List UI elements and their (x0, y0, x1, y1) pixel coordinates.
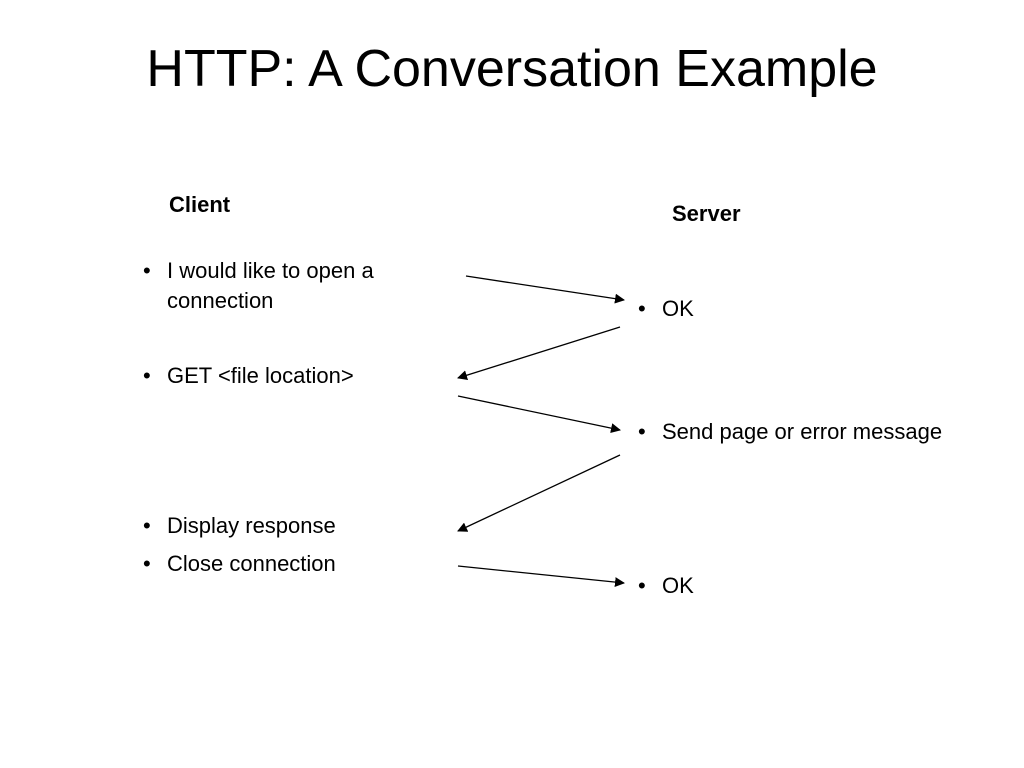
client-item-text: I would like to open a connection (167, 258, 374, 313)
server-item-send-page: • Send page or error message (636, 417, 1016, 447)
bullet-marker: • (638, 573, 646, 598)
server-item-ok-close: • OK (636, 571, 936, 601)
server-item-text: Send page or error message (662, 419, 943, 444)
client-item-get: • GET <file location> (141, 361, 461, 391)
server-item-ok-open: • OK (636, 294, 936, 324)
client-item-open-connection: • I would like to open a connection (141, 256, 441, 316)
slide-title: HTTP: A Conversation Example (146, 40, 878, 98)
arrow-server-to-client-page (457, 454, 621, 532)
client-item-text: Close connection (167, 551, 336, 576)
client-heading: Client (169, 192, 231, 217)
server-item-text: OK (662, 296, 694, 321)
client-item-display-response: • Display response (141, 511, 461, 541)
bullet-marker: • (638, 296, 646, 321)
bullet-marker: • (143, 513, 151, 538)
arrow-client-to-server-close (457, 565, 625, 588)
client-item-close-connection: • Close connection (141, 549, 461, 579)
bullet-marker: • (143, 363, 151, 388)
bullet-marker: • (143, 551, 151, 576)
server-item-text: OK (662, 573, 694, 598)
bullet-marker: • (143, 258, 151, 283)
bullet-marker: • (638, 419, 646, 444)
client-item-text: Display response (167, 513, 336, 538)
arrow-client-to-server-get (457, 395, 621, 434)
server-heading: Server (672, 201, 741, 226)
arrow-server-to-client-ok (457, 326, 621, 381)
arrow-client-to-server-open (465, 275, 625, 304)
client-item-text: GET <file location> (167, 363, 354, 388)
